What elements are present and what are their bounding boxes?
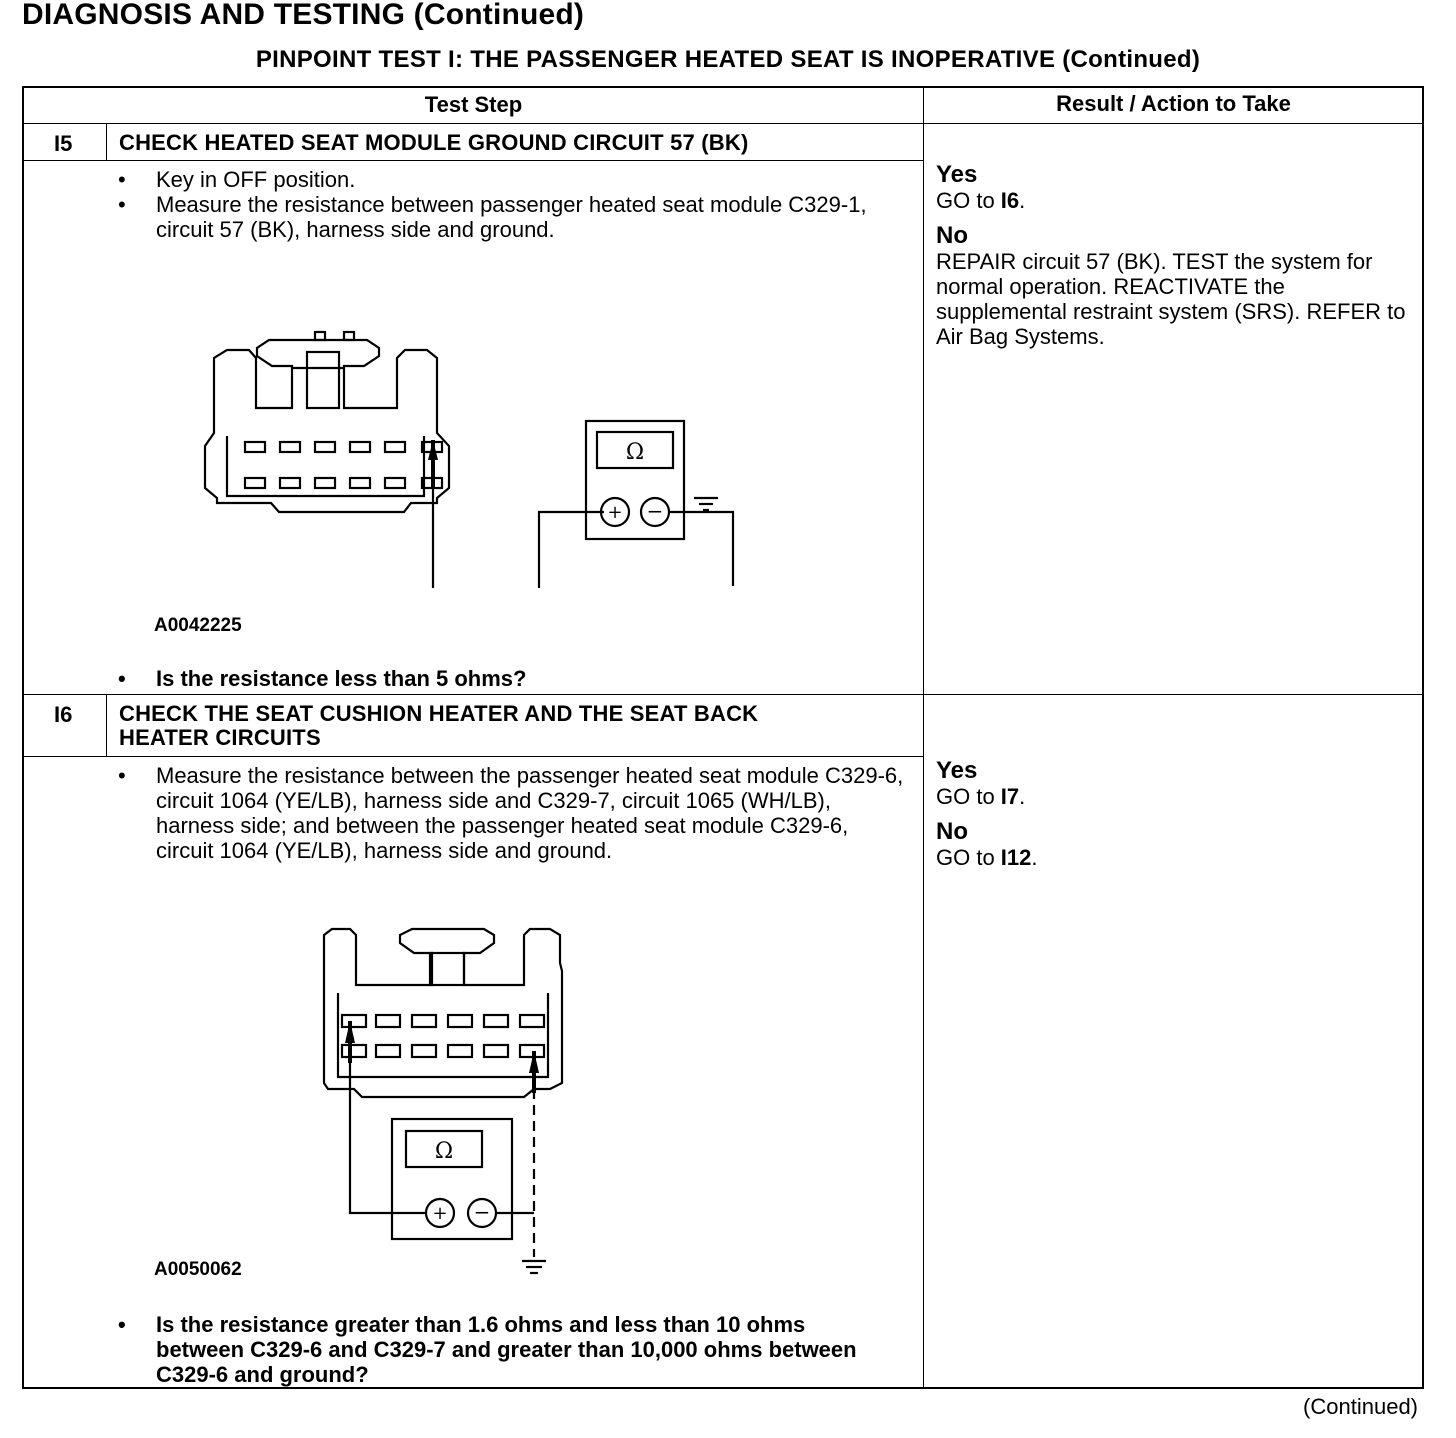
question-item: Is the resistance less than 5 ohms? xyxy=(116,666,906,691)
step-id: I5 xyxy=(54,131,73,156)
page-title: DIAGNOSIS AND TESTING (Continued) xyxy=(22,0,585,31)
svg-text:−: − xyxy=(647,499,664,523)
ohm-symbol: Ω xyxy=(626,440,644,465)
result-actions: Yes GO to I6. No REPAIR circuit 57 (BK).… xyxy=(936,162,1416,359)
instruction-item: Key in OFF position. xyxy=(116,167,906,192)
yes-action: GO to I6. xyxy=(936,188,1026,213)
ground-symbol-icon xyxy=(694,496,718,512)
column-divider xyxy=(923,88,924,1389)
step-instructions: Measure the resistance between the passe… xyxy=(116,763,906,863)
step-title-divider xyxy=(24,160,923,161)
step-title: CHECK HEATED SEAT MODULE GROUND CIRCUIT … xyxy=(119,130,749,155)
no-label: No xyxy=(936,222,968,249)
column-header-result: Result / Action to Take xyxy=(1056,91,1291,116)
ohm-symbol: Ω xyxy=(435,1139,453,1164)
instruction-item: Measure the resistance between the passe… xyxy=(116,763,906,863)
goto-step-link: I6 xyxy=(1000,188,1020,213)
connector-ground-test-diagram: Ω + − xyxy=(203,330,735,588)
no-action: REPAIR circuit 57 (BK). TEST the system … xyxy=(936,249,1406,349)
goto-step-link: I7 xyxy=(1000,784,1020,809)
no-label: No xyxy=(936,818,968,845)
step-question: Is the resistance less than 5 ohms? xyxy=(116,666,906,691)
step-title: CHECK THE SEAT CUSHION HEATER AND THE SE… xyxy=(119,701,759,750)
no-action: GO to I12. xyxy=(936,845,1038,870)
figure-id: A0050062 xyxy=(154,1259,242,1280)
svg-text:−: − xyxy=(474,1200,491,1224)
step-question: Is the resistance greater than 1.6 ohms … xyxy=(116,1312,876,1387)
goto-step-link: I12 xyxy=(1000,845,1032,870)
step-id-divider xyxy=(106,694,107,756)
result-actions: Yes GO to I7. No GO to I12. xyxy=(936,758,1416,880)
question-item: Is the resistance greater than 1.6 ohms … xyxy=(116,1312,876,1387)
instruction-item: Measure the resistance between passenger… xyxy=(116,192,906,242)
step-id: I6 xyxy=(54,702,73,727)
step-instructions: Key in OFF position. Measure the resista… xyxy=(116,167,906,242)
continued-label: (Continued) xyxy=(1303,1394,1418,1419)
pinpoint-test-title: PINPOINT TEST I: THE PASSENGER HEATED SE… xyxy=(255,46,1201,73)
svg-text:+: + xyxy=(432,1203,447,1224)
figure-id: A0042225 xyxy=(154,615,242,636)
step-divider xyxy=(24,694,1424,695)
step-title-divider xyxy=(24,756,923,757)
connector-resistance-test-diagram: Ω + − xyxy=(322,927,564,1275)
svg-text:+: + xyxy=(607,502,622,523)
column-header-test-step: Test Step xyxy=(424,92,523,117)
yes-action: GO to I7. xyxy=(936,784,1026,809)
step-id-divider xyxy=(106,123,107,160)
yes-label: Yes xyxy=(936,161,978,188)
yes-label: Yes xyxy=(936,757,978,784)
header-divider xyxy=(24,123,1424,124)
pinpoint-test-table: Test Step Result / Action to Take I5 CHE… xyxy=(22,86,1424,1389)
